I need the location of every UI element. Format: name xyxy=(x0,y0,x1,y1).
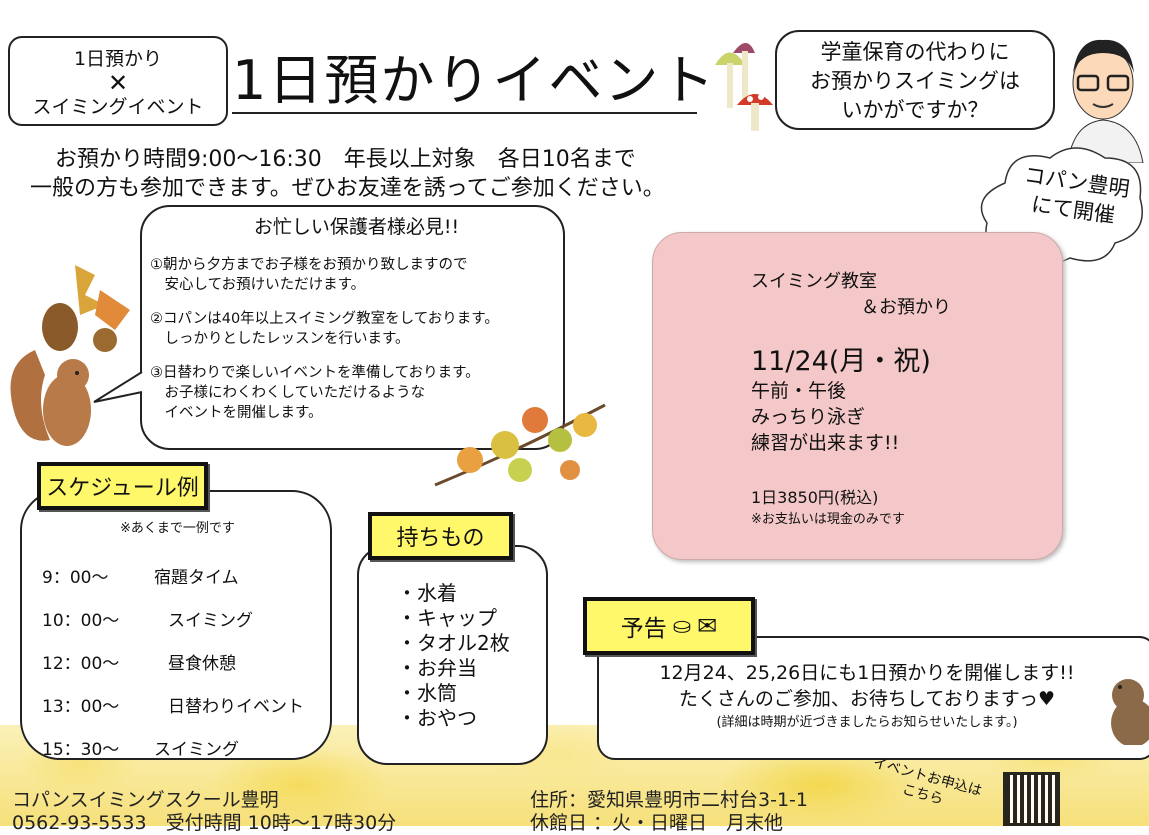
belonging-item: ・水筒 xyxy=(397,681,457,705)
event-price: 1日3850円(税込) xyxy=(751,488,879,507)
school-phone: 0562-93-5533 受付時間 10時～17時30分 xyxy=(12,812,397,834)
preview-box: 12月24、25,26日にも1日預かりを開催します!! たくさんのご参加、お待ち… xyxy=(597,636,1149,760)
bubble-line: お預かりスイミングは xyxy=(810,69,1020,93)
belonging-item: ・水着 xyxy=(397,581,457,605)
bear-icon xyxy=(1111,679,1149,745)
school-name: コパンスイミングスクール豊明 xyxy=(12,789,279,811)
tag-line-1: 1日預かり xyxy=(73,48,163,70)
schedule-label: スケジュール例 xyxy=(37,462,208,510)
notice-item: ③日替わりで楽しいイベントを準備しております。 お子様にわくわくしていただけるよ… xyxy=(150,363,563,423)
notice-item: ②コパンは40年以上スイミング教室をしております。 しっかりとしたレッスンを行い… xyxy=(150,309,563,349)
bubble-tail xyxy=(93,371,143,403)
schedule-box: ※あくまで一例です 9：00～ 宿題タイム 10：00～ スイミング 12：00～ 昼… xyxy=(20,490,332,760)
notice-text: ②コパンは40年以上スイミング教室をしております。 xyxy=(150,311,499,327)
intro-line-1: お預かり時間9:00～16:30 年長以上対象 各日10名まで xyxy=(55,147,636,172)
schedule-activity: スイミング xyxy=(154,740,239,760)
school-address: 住所：愛知県豊明市二村台3-1-1 xyxy=(530,789,808,811)
schedule-time: 9：00～ xyxy=(42,568,109,588)
event-tag-box: 1日預かり ✕ スイミングイベント xyxy=(8,36,228,126)
schedule-row: 9：00～ 宿題タイム xyxy=(42,557,304,600)
tag-cross: ✕ xyxy=(107,69,129,97)
schedule-row: 15：30～ スイミング xyxy=(42,729,304,772)
schedule-row: 10：00～ スイミング xyxy=(42,600,304,643)
preview-line-2: たくさんのご参加、お待ちしておりますっ♥ xyxy=(678,688,1056,710)
tag-line-2: スイミングイベント xyxy=(32,96,204,118)
preview-line-1: 12月24、25,26日にも1日預かりを開催します!! xyxy=(659,662,1075,684)
event-desc-line: 練習が出来ます!! xyxy=(751,432,900,454)
maple-leaves-icon xyxy=(434,403,606,487)
notice-text: 安心してお預けいただけます。 xyxy=(150,277,366,293)
preview-line-3: (詳細は時期が近づきましたらお知らせいたします。) xyxy=(716,715,1018,730)
notice-item: ①朝から夕方までお子様をお預かり致しますので 安心してお預けいただけます。 xyxy=(150,255,563,295)
qr-code[interactable] xyxy=(1003,772,1060,826)
schedule-time: 12：00～ xyxy=(42,654,120,674)
event-desc-line: 午前・午後 xyxy=(751,380,847,402)
belonging-item: ・お弁当 xyxy=(397,656,477,680)
man-avatar-icon xyxy=(1067,39,1144,163)
event-desc-line: みっちり泳ぎ xyxy=(751,406,866,428)
notice-bubble: お忙しい保護者様必見!! ①朝から夕方までお子様をお預かり致しますので 安心して… xyxy=(140,205,565,450)
notice-text: しっかりとしたレッスンを行います。 xyxy=(150,331,410,347)
notice-text: イベントを開催します。 xyxy=(150,405,323,421)
bubble-line: いかがですか？ xyxy=(841,98,989,122)
schedule-row: 13：00～ 日替わりイベント xyxy=(42,686,304,729)
envelope-icon: ✉ xyxy=(697,612,718,640)
schedule-activity: スイミング xyxy=(168,611,253,631)
belonging-item: ・おやつ xyxy=(397,706,477,730)
preview-label-text: 予告 xyxy=(620,616,667,642)
schedule-time: 13：00～ xyxy=(42,697,120,717)
belonging-item: ・タオル2枚 xyxy=(397,631,510,655)
event-desc: 午前・午後 みっちり泳ぎ 練習が出来ます!! xyxy=(751,378,1062,456)
preview-label: 予告 ⛀ ✉ xyxy=(583,597,755,655)
bubble-line: 学童保育の代わりに xyxy=(820,40,1010,64)
payment-note: ※お支払いは現金のみです xyxy=(751,512,905,527)
event-title: スイミング教室 xyxy=(751,271,877,292)
mushroom-icon xyxy=(715,43,773,131)
schedule-note: ※あくまで一例です xyxy=(120,521,235,536)
speech-bubble: 学童保育の代わりに お預かりスイミングは いかがですか？ xyxy=(775,30,1055,130)
event-box: スイミング教室 ＆お預かり 11/24(月・祝) 午前・午後 みっちり泳ぎ 練習… xyxy=(652,232,1063,560)
schedule-activity: 昼食休憩 xyxy=(168,654,236,674)
notice-title: お忙しい保護者様必見!! xyxy=(253,216,460,238)
closed-days: 休館日 ：火・日曜日 月末他 xyxy=(530,812,784,834)
belongings-box: ・水着 ・キャップ ・タオル2枚 ・お弁当 ・水筒 ・おやつ xyxy=(357,545,548,765)
belongings-label: 持ちもの xyxy=(368,512,513,560)
page-title: 1日預かりイベント xyxy=(232,49,717,114)
schedule-time: 15：30～ xyxy=(42,740,120,760)
notice-text: ③日替わりで楽しいイベントを準備しております。 xyxy=(150,365,480,381)
notice-text: ①朝から夕方までお子様をお預かり致しますので xyxy=(150,257,468,273)
intro-line-2: 一般の方も参加できます。ぜひお友達を誘ってご参加ください。 xyxy=(30,176,665,201)
schedule-list: 9：00～ 宿題タイム 10：00～ スイミング 12：00～ 昼食休憩 13：00～… xyxy=(42,557,304,772)
notice-text: お子様にわくわくしていただけるような xyxy=(150,385,426,401)
belonging-item: ・キャップ xyxy=(397,606,497,630)
event-date: 11/24(月・祝) xyxy=(751,346,931,377)
stamp-icon: ⛀ xyxy=(672,613,692,639)
schedule-activity: 日替わりイベント xyxy=(168,697,304,717)
event-subtitle: ＆お預かり xyxy=(861,297,951,318)
schedule-row: 12：00～ 昼食休憩 xyxy=(42,643,304,686)
squirrel-icon xyxy=(10,265,130,446)
schedule-activity: 宿題タイム xyxy=(154,568,239,588)
schedule-time: 10：00～ xyxy=(42,611,120,631)
